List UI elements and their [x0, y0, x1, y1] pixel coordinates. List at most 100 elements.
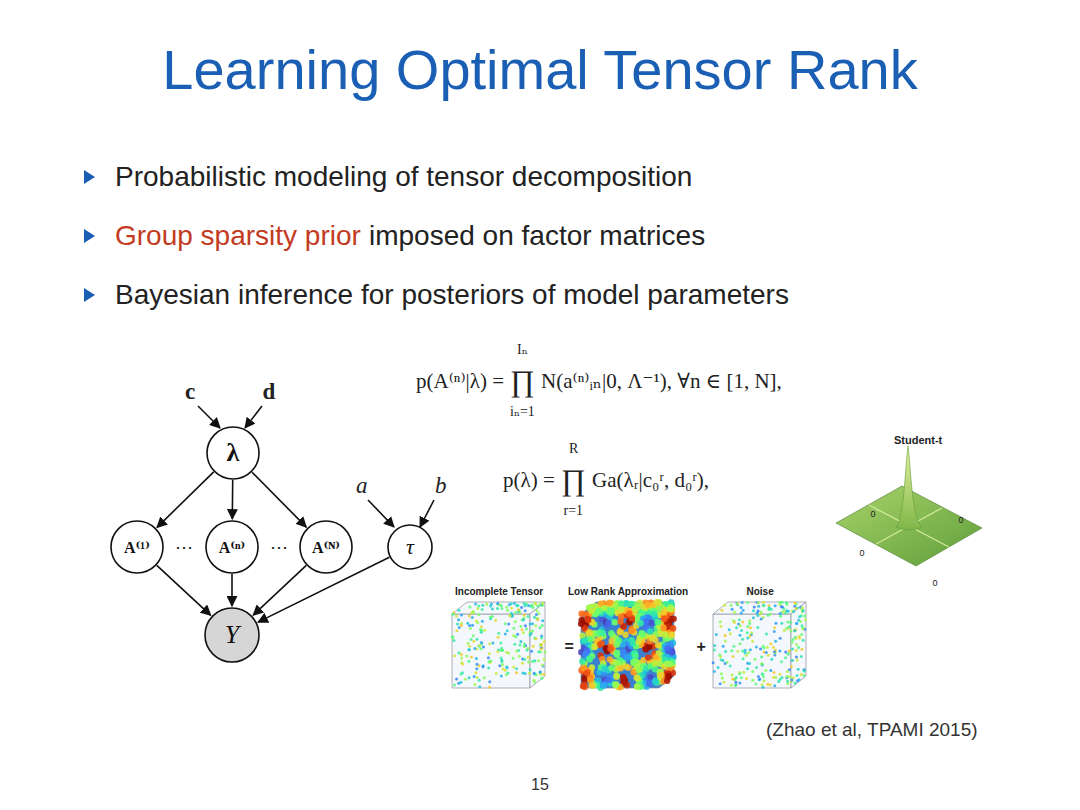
tensor-entry — [521, 628, 524, 631]
tensor-entry — [524, 624, 527, 627]
tensor-entry — [772, 676, 775, 679]
tensor-entry — [482, 665, 485, 668]
tensor-entry — [779, 637, 782, 640]
tensor-entry — [800, 633, 803, 636]
tensor-entry — [623, 663, 629, 669]
tensor-entry — [522, 631, 525, 634]
tensor-entry — [798, 615, 801, 618]
tensor-entry — [801, 610, 804, 613]
tensor-entry — [731, 608, 734, 611]
tensor-entry — [634, 675, 640, 681]
node-circle — [207, 427, 259, 479]
tensor-entry — [773, 684, 776, 687]
cube-face — [791, 602, 806, 688]
equation-part: R — [569, 441, 578, 457]
tensor-entry — [637, 620, 643, 626]
tensor-entry — [541, 663, 544, 666]
tensor-entry — [475, 667, 478, 670]
tensor-entry — [791, 638, 794, 641]
tensor-entry — [505, 606, 508, 609]
tensor-entry — [760, 662, 763, 665]
equation-part: Ga(λᵣ|c₀ʳ, d₀ʳ), — [592, 468, 709, 492]
tensor-entry — [761, 686, 764, 689]
tensor-entry — [715, 633, 718, 636]
tensor-entry — [755, 666, 758, 669]
tensor-entry — [527, 615, 530, 618]
tensor-entry — [665, 673, 671, 679]
tensor-entry — [741, 601, 744, 604]
tensor-cube — [578, 599, 677, 691]
tensor-entry — [468, 624, 471, 627]
tensor-entry — [524, 609, 527, 612]
tensor-entry — [468, 676, 471, 679]
observed-variable: Y — [204, 607, 260, 663]
tensor-entry — [786, 620, 789, 623]
tensor-entry — [543, 640, 546, 643]
tensor-entry — [745, 677, 748, 680]
tensor-entry — [477, 645, 480, 648]
tensor-entry — [774, 604, 777, 607]
tensor-entry — [740, 606, 743, 609]
tensor-entry — [732, 645, 735, 648]
tensor-entry — [534, 624, 537, 627]
tensor-entry — [605, 620, 611, 626]
tensor-entry — [526, 649, 529, 652]
tensor-entry — [730, 604, 733, 607]
tensor-entry — [801, 627, 804, 630]
hyperparameter-arrow — [420, 500, 434, 527]
tensor-entry — [541, 624, 544, 627]
tensor-entry — [651, 611, 657, 617]
tensor-entry — [762, 604, 765, 607]
tensor-entry — [510, 607, 513, 610]
tensor-entry — [713, 644, 716, 647]
tensor-entry — [598, 640, 604, 646]
tensor-entry — [497, 636, 500, 639]
tensor-entry — [608, 665, 614, 671]
latent-variable: A⁽ᴺ⁾ — [299, 520, 353, 574]
tensor-entry — [787, 610, 790, 613]
equation-part: ∏ — [561, 463, 586, 498]
tensor-entry — [504, 622, 507, 625]
tensor-entry — [624, 654, 630, 660]
tensor-entry — [512, 634, 515, 637]
tensor-entry — [730, 684, 733, 687]
tensor-entry — [740, 629, 743, 632]
tensor-entry — [587, 629, 593, 635]
node-circle — [206, 521, 258, 573]
tensor-entry — [779, 615, 782, 618]
tensor-entry — [761, 663, 764, 666]
tensor-entry — [485, 603, 488, 606]
tensor-entry — [628, 627, 634, 633]
tensor-entry — [785, 675, 788, 678]
tensor-entry — [753, 658, 756, 661]
tensor-entry — [525, 603, 528, 606]
tensor-entry — [746, 625, 749, 628]
tensor-entry — [712, 661, 715, 664]
tensor-entry — [488, 642, 491, 645]
tensor-entry — [537, 650, 540, 653]
tensor-entry — [478, 679, 481, 682]
tensor-entry — [742, 671, 745, 674]
tensor-entry — [461, 671, 464, 674]
cube-face — [530, 602, 545, 688]
tensor-entry — [460, 614, 463, 617]
tensor-entry — [515, 667, 518, 670]
tensor-entry — [646, 679, 652, 685]
tensor-entry — [518, 609, 521, 612]
tensor-entry — [523, 602, 526, 605]
tensor-entry — [530, 650, 533, 653]
tensor-entry — [756, 626, 759, 629]
tensor-entry — [758, 678, 761, 681]
tensor-entry — [738, 618, 741, 621]
tensor-entry — [465, 655, 468, 658]
tensor-entry — [522, 618, 525, 621]
dependency-arrow — [157, 472, 214, 528]
tensor-entry — [795, 649, 798, 652]
tensor-entry — [519, 625, 522, 628]
tensor-entry — [620, 649, 626, 655]
hyperparameter-arrow — [245, 406, 262, 428]
tensor-entry — [613, 672, 619, 678]
tensor-entry — [770, 658, 773, 661]
tensor-entry — [804, 618, 807, 621]
tensor-entry — [523, 645, 526, 648]
